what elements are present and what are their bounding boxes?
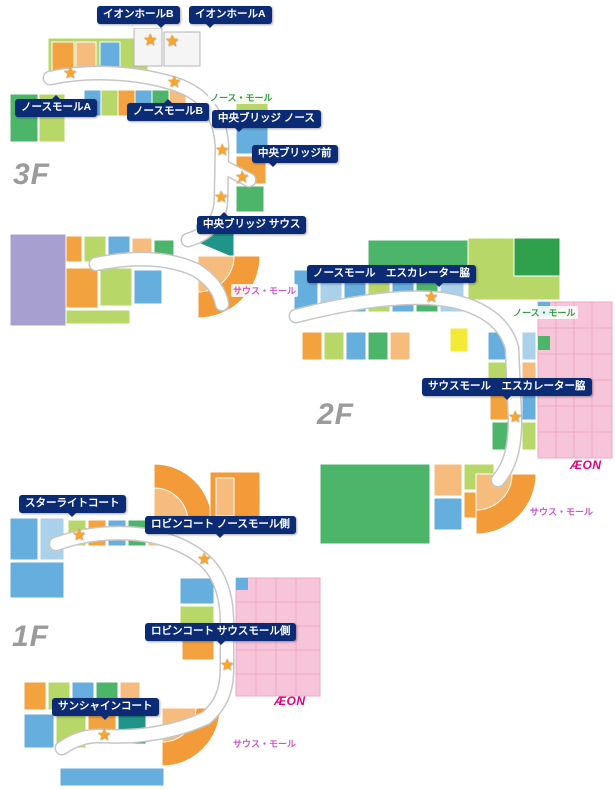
aeon-logo-2f: ÆON — [570, 458, 602, 472]
callout-sunshine-court[interactable]: サンシャインコート — [52, 698, 159, 721]
aeon-logo-1f: ÆON — [274, 694, 306, 708]
star-icon-central-bridge-north[interactable]: ★ — [214, 142, 230, 160]
callout-north-mall-a[interactable]: ノースモールA — [15, 94, 98, 118]
callout-2f-north-escalator[interactable]: ノースモール エスカレーター脇 — [307, 265, 476, 288]
star-icon-central-bridge-south[interactable]: ★ — [213, 189, 229, 207]
floor-3f-label-box — [10, 144, 176, 232]
area-label-south-mall-1f: サウス・モール — [231, 737, 299, 750]
floor-number-3f: 3F — [13, 158, 51, 191]
floor-2f-south-fan — [475, 473, 537, 535]
callout-north-mall-b[interactable]: ノースモールB — [127, 98, 210, 122]
star-icon-2f-south-escalator[interactable]: ★ — [507, 409, 523, 427]
floor-map-1f — [8, 463, 321, 787]
callout-robin-court-north[interactable]: ロビンコート ノースモール側 — [145, 516, 296, 539]
callout-robin-court-south[interactable]: ロビンコート サウスモール側 — [145, 623, 297, 646]
star-icon-2f-north-escalator[interactable]: ★ — [423, 289, 439, 307]
star-icon-north-mall-a[interactable]: ★ — [62, 65, 78, 83]
star-icon-starlight-court[interactable]: ★ — [71, 527, 87, 545]
callout-central-bridge-north[interactable]: 中央ブリッジ ノース — [212, 110, 321, 133]
area-label-south-mall-3f: サウス・モール — [231, 284, 299, 297]
floor-3f-west-block — [9, 233, 67, 327]
callout-starlight-court[interactable]: スターライトコート — [19, 495, 126, 518]
star-icon-robin-court-north[interactable]: ★ — [196, 551, 212, 569]
star-icon-robin-court-south[interactable]: ★ — [219, 657, 235, 675]
floor-number-1f: 1F — [12, 620, 50, 653]
area-label-south-mall-2f: サウス・モール — [528, 505, 596, 518]
star-icon-ion-hall-a[interactable]: ★ — [164, 33, 180, 51]
floor-number-2f: 2F — [317, 398, 355, 431]
floor-1f-north-fan — [153, 463, 261, 523]
area-label-north-mall-2f: ノース・モール — [511, 306, 578, 319]
callout-ion-hall-a[interactable]: イオンホールA — [189, 6, 272, 29]
callout-2f-south-escalator[interactable]: サウスモール エスカレーター脇 — [422, 378, 592, 401]
floor-1f-corridor — [48, 525, 235, 756]
callout-central-bridge-south[interactable]: 中央ブリッジ サウス — [197, 211, 307, 235]
callout-central-bridge-front[interactable]: 中央ブリッジ前 — [252, 145, 338, 168]
callout-ion-hall-b[interactable]: イオンホールB — [97, 6, 180, 29]
star-icon-ion-hall-b[interactable]: ★ — [142, 32, 158, 50]
floor-2f-label-box — [286, 384, 456, 462]
area-label-north-mall-3f: ノース・モール — [208, 91, 275, 104]
star-icon-sunshine-court[interactable]: ★ — [96, 727, 112, 745]
floor-2f-corridor — [288, 290, 523, 488]
star-icon-central-bridge-front[interactable]: ★ — [234, 169, 250, 187]
star-icon-north-mall-b[interactable]: ★ — [166, 74, 182, 92]
